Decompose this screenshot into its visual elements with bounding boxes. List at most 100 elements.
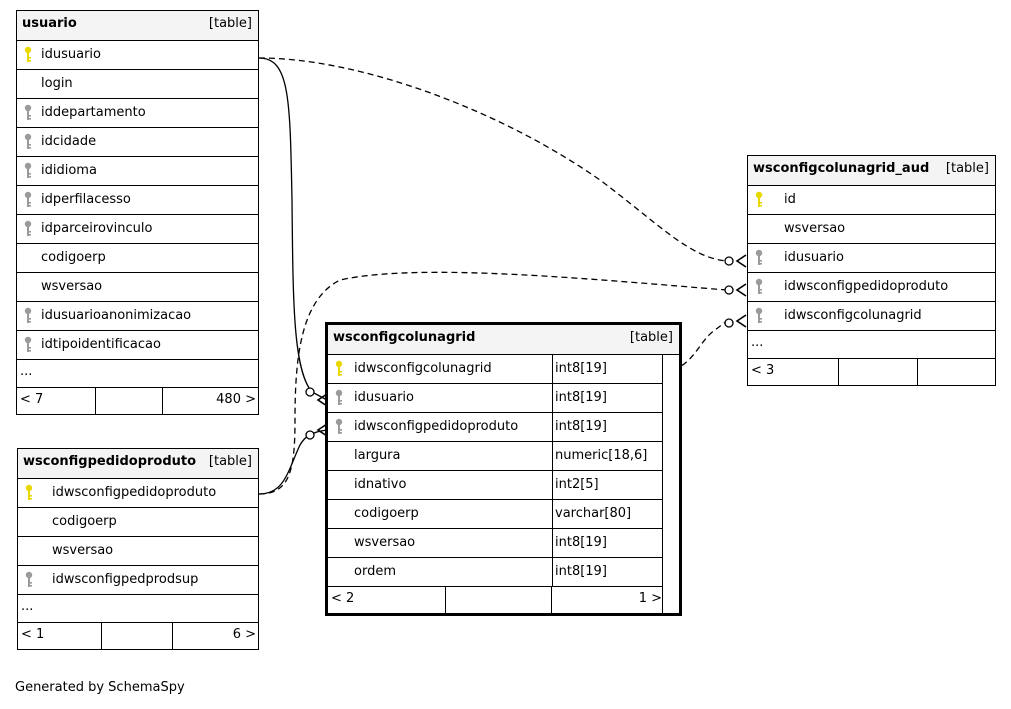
column-divider	[552, 529, 553, 557]
parents-count-cell[interactable]: < 1	[18, 623, 102, 649]
column-row[interactable]: largura numeric[18,6]	[328, 442, 662, 471]
table-footer: < 7 480 >	[17, 388, 258, 414]
table-usuario[interactable]: usuario [table] idusuario login iddepartamen…	[16, 10, 259, 415]
table-name[interactable]: wsconfigcolunagrid	[333, 330, 476, 345]
primary-key-icon	[335, 360, 343, 376]
column-name: login	[41, 76, 73, 91]
column-row[interactable]: ididioma	[17, 157, 258, 186]
table-footer: < 3	[748, 359, 995, 385]
column-divider	[552, 558, 553, 586]
footer-cell	[839, 359, 918, 385]
rel-usuario-colunagrid	[258, 57, 328, 401]
crow-foot	[735, 283, 747, 297]
column-row[interactable]: codigoerp	[18, 508, 258, 537]
column-name: idwsconfigpedidoproduto	[52, 485, 217, 500]
table-wsconfigpedidoproduto[interactable]: wsconfigpedidoproduto [table] idwsconfigpe…	[17, 448, 259, 650]
parents-count-cell[interactable]: < 3	[748, 359, 839, 385]
table-type-label: [table]	[208, 454, 252, 469]
foreign-key-icon	[24, 104, 32, 120]
crow-foot	[316, 393, 328, 407]
column-row[interactable]: idusuario	[17, 41, 258, 70]
rel-pedidoproduto-aud	[258, 271, 728, 495]
column-row[interactable]: idperfilacesso	[17, 186, 258, 215]
crow-foot	[316, 423, 328, 437]
children-count: 1 >	[638, 591, 662, 606]
foreign-key-icon	[24, 133, 32, 149]
column-name: idparceirovinculo	[41, 221, 153, 236]
children-count-cell[interactable]	[918, 359, 997, 385]
parents-count: < 2	[331, 591, 355, 606]
column-row[interactable]: wsversao	[748, 215, 995, 244]
parents-count: < 3	[751, 363, 775, 378]
column-name: wsversao	[41, 279, 103, 294]
column-row[interactable]: idwsconfigpedidoproduto	[748, 273, 995, 302]
children-count-cell[interactable]: 1 >	[552, 587, 666, 613]
column-type: int8[19]	[555, 564, 607, 579]
more-columns[interactable]: ...	[18, 595, 258, 623]
column-name: codigoerp	[354, 506, 419, 521]
column-name: idusuarioanonimizacao	[41, 308, 192, 323]
parents-count: < 7	[20, 392, 44, 407]
footer-cell	[96, 388, 163, 414]
table-type-label: [table]	[208, 16, 252, 31]
column-row[interactable]: codigoerp	[17, 244, 258, 273]
foreign-key-icon	[335, 418, 343, 434]
column-name: idusuario	[784, 250, 844, 265]
column-row[interactable]: idtipoidentificacao	[17, 331, 258, 360]
column-row[interactable]: wsversao	[17, 273, 258, 302]
primary-key-icon	[25, 484, 33, 500]
column-row[interactable]: idusuarioanonimizacao	[17, 302, 258, 331]
foreign-key-icon	[25, 571, 33, 587]
crow-foot	[735, 254, 747, 268]
parents-count-cell[interactable]: < 2	[328, 587, 446, 613]
column-name: idwsconfigcolunagrid	[784, 308, 922, 323]
column-row[interactable]: id	[748, 186, 995, 215]
column-name: idwsconfigpedidoproduto	[784, 279, 949, 294]
table-header: usuario [table]	[17, 11, 258, 41]
table-header: wsconfigcolunagrid[table]	[328, 325, 679, 355]
column-divider	[552, 384, 553, 412]
rel-pedidoproduto-colunagrid	[258, 429, 328, 495]
table-footer: < 1 6 >	[18, 623, 258, 649]
column-divider	[552, 500, 553, 528]
column-row[interactable]: idusuario	[748, 244, 995, 273]
column-name: idperfilacesso	[41, 192, 131, 207]
column-row[interactable]: login	[17, 70, 258, 99]
column-row[interactable]: iddepartamento	[17, 99, 258, 128]
column-row[interactable]: idwsconfigpedprodsup	[18, 566, 258, 595]
table-name[interactable]: wsconfigpedidoproduto	[23, 454, 197, 469]
column-name: iddepartamento	[41, 105, 146, 120]
more-columns[interactable]: ...	[748, 331, 995, 359]
column-row[interactable]: idparceirovinculo	[17, 215, 258, 244]
column-name: wsversao	[354, 535, 416, 550]
column-name: id	[784, 192, 796, 207]
children-count-cell[interactable]: 480 >	[163, 388, 260, 414]
table-wsconfigcolunagrid[interactable]: wsconfigcolunagrid[table]idwsconfigcolun…	[325, 322, 682, 616]
children-count-cell[interactable]: 6 >	[173, 623, 260, 649]
marker-circle	[724, 318, 734, 328]
column-name: largura	[354, 448, 401, 463]
more-columns[interactable]: ...	[17, 360, 258, 388]
rel-colunagrid-aud	[672, 320, 728, 371]
table-name[interactable]: wsconfigcolunagrid_aud	[753, 161, 930, 176]
column-row[interactable]: wsversao	[18, 537, 258, 566]
parents-count-cell[interactable]: < 7	[17, 388, 96, 414]
column-row[interactable]: idwsconfigpedidoproduto	[18, 479, 258, 508]
foreign-key-icon	[24, 336, 32, 352]
column-type: numeric[18,6]	[555, 448, 648, 463]
column-row[interactable]: idcidade	[17, 128, 258, 157]
marker-circle	[724, 256, 734, 266]
table-side-strip	[663, 354, 679, 613]
column-name: codigoerp	[52, 514, 117, 529]
table-name[interactable]: usuario	[22, 16, 77, 31]
column-row[interactable]: idwsconfigcolunagrid	[748, 302, 995, 331]
